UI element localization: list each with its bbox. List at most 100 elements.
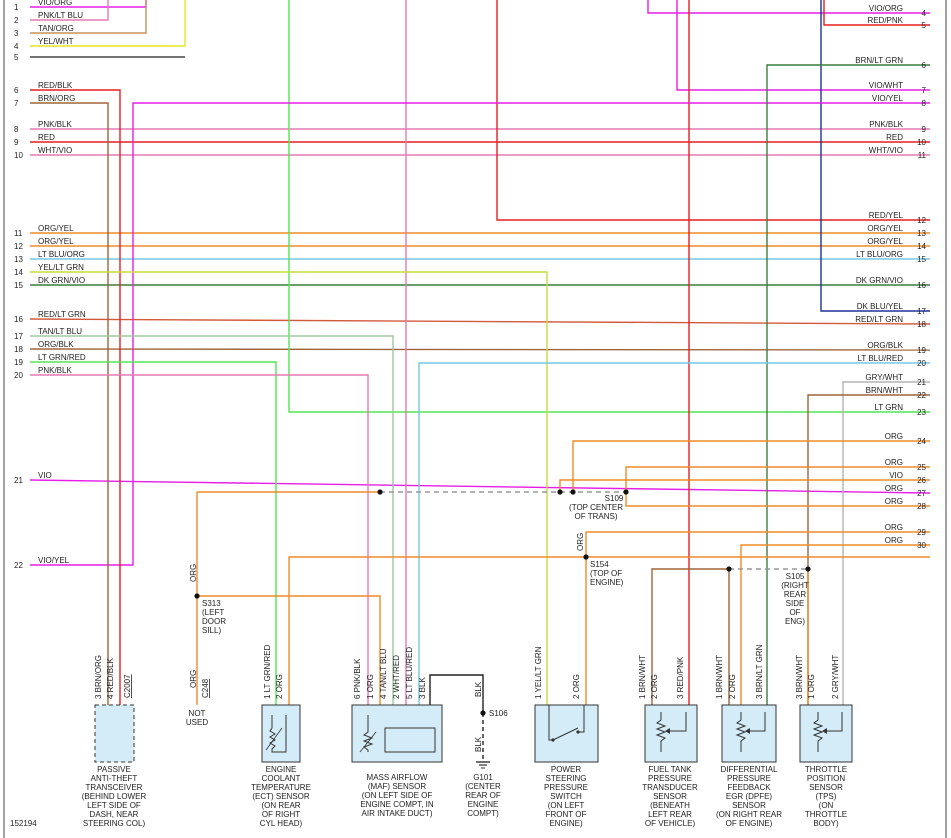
ect-sensor-box — [261, 704, 301, 763]
right-wire-label: LT BLU/RED — [858, 354, 904, 363]
wire-path — [572, 440, 930, 492]
org-s313-label: ORG — [189, 564, 198, 582]
wire-path — [585, 531, 930, 705]
left-pin-number: 2 — [14, 16, 19, 25]
left-wire-label: LT BLU/ORG — [38, 250, 85, 259]
pin-label: 4 TAN/LT BLU — [379, 648, 388, 699]
right-pin-number: 9 — [922, 125, 927, 134]
left-pin-number: 9 — [14, 138, 19, 147]
wire-path — [651, 568, 729, 705]
right-pin-number: 20 — [917, 359, 926, 368]
right-pin-number: 6 — [922, 61, 927, 70]
left-pin-number: 21 — [14, 476, 23, 485]
right-pin-number: 26 — [917, 476, 926, 485]
right-wire-label: BRN/LT GRN — [855, 56, 903, 65]
right-wire-label: RED — [886, 133, 903, 142]
pin-label: 2 GRY/WHT — [831, 655, 840, 699]
splice-dot — [377, 489, 383, 495]
wire-path — [30, 374, 369, 705]
left-wire-label: PNK/BLK — [38, 120, 72, 129]
wire-path — [496, 0, 930, 221]
pin-label: 3 BRN/LT GRN — [755, 644, 764, 699]
left-pin-number: 14 — [14, 268, 23, 277]
right-pin-number: 14 — [917, 242, 926, 251]
right-wire-label: DK BLU/YEL — [857, 302, 904, 311]
right-wire-label: LT GRN — [874, 403, 903, 412]
left-pin-number: 18 — [14, 345, 23, 354]
right-pin-number: 7 — [922, 86, 927, 95]
left-pin-number: 15 — [14, 281, 23, 290]
left-pin-number: 19 — [14, 358, 23, 367]
left-wire-label: YEL/WHT — [38, 37, 74, 46]
org-c248-label: ORG — [189, 670, 198, 688]
splice-dot — [557, 489, 563, 495]
right-wire-label: DK GRN/VIO — [856, 276, 903, 285]
right-pin-number: 28 — [917, 502, 926, 511]
wires-layer — [29, 0, 931, 762]
pin-label: 2 ORG — [650, 674, 659, 699]
left-pin-number: 16 — [14, 315, 23, 324]
wire-path — [766, 64, 930, 705]
right-pin-number: 18 — [917, 320, 926, 329]
c248-label: C248 — [201, 678, 210, 698]
right-wire-label: ORG — [885, 536, 903, 545]
right-wire-label: ORG/BLK — [867, 341, 903, 350]
right-wire-label: VIO/ORG — [869, 4, 903, 13]
splice-dots — [194, 489, 811, 716]
pin-label: 6 PNK/BLK — [353, 658, 362, 699]
power-steering-pressure-switch-box — [534, 704, 599, 763]
pin-label: 2 ORG — [572, 674, 581, 699]
tps-sensor-box — [799, 704, 853, 763]
pin-label: 1 BRN/WHT — [638, 655, 647, 699]
right-pin-number: 15 — [917, 255, 926, 264]
left-pin-number: 12 — [14, 242, 23, 251]
left-wire-label: BRN/ORG — [38, 94, 75, 103]
wire-path — [30, 335, 394, 705]
splice-dot — [583, 554, 589, 560]
maf-sensor-box — [351, 704, 443, 763]
g101-ground-symbol — [476, 761, 490, 769]
pin-label: 1 YEL/LT GRN — [534, 646, 543, 699]
splice-dot — [726, 566, 732, 572]
pin-label: 1 ORG — [366, 674, 375, 699]
left-wire-label: VIO/ORG — [38, 0, 72, 7]
splice-dot — [194, 593, 200, 599]
maf-sensor-caption: MASS AIRFLOW(MAF) SENSOR(ON LEFT SIDE OF… — [360, 773, 434, 818]
right-wire-label: PNK/BLK — [869, 120, 903, 129]
left-wire-label: WHT/VIO — [38, 146, 72, 155]
wire-path — [842, 381, 930, 705]
left-wire-label: DK GRN/VIO — [38, 276, 85, 285]
pin-label: 2 WHT/RED — [392, 655, 401, 699]
right-pin-number: 17 — [917, 307, 926, 316]
right-wire-label: ORG/YEL — [867, 224, 903, 233]
right-wire-label: BRN/WHT — [866, 386, 903, 395]
right-wire-label: VIO/YEL — [872, 94, 904, 103]
pin-label: 4 RED/BLK — [106, 657, 115, 699]
splice-dot — [570, 489, 576, 495]
right-wire-label: RED/PNK — [867, 16, 903, 25]
left-wire-label: ORG/YEL — [38, 237, 74, 246]
left-wire-label: TAN/LT BLU — [38, 327, 82, 336]
right-pin-number: 10 — [917, 138, 926, 147]
pin-label: 3 BRN/WHT — [795, 655, 804, 699]
blk-bottom-label: BLK — [474, 736, 483, 752]
right-wire-label: VIO — [889, 471, 903, 480]
wire-path — [559, 479, 930, 492]
c2007-label: C2007 — [123, 674, 132, 698]
left-pin-number: 20 — [14, 371, 23, 380]
pin-label: 2 ORG — [275, 674, 284, 699]
left-wire-label: LT GRN/RED — [38, 353, 86, 362]
splice-dot — [623, 489, 629, 495]
components-layer — [94, 704, 853, 769]
right-wire-label: ORG — [885, 458, 903, 467]
